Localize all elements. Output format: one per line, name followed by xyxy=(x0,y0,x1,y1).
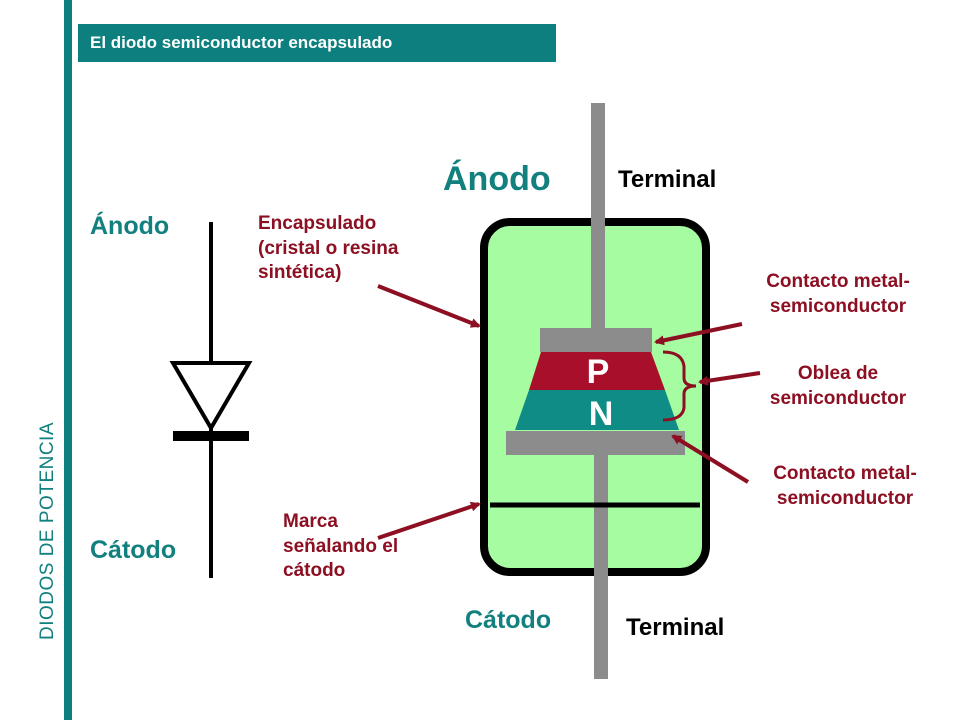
bottom-contact xyxy=(506,431,685,455)
annotation-line: señalando el xyxy=(283,535,399,557)
annotation-line: Encapsulado xyxy=(258,213,377,234)
arrow-oblea xyxy=(698,371,761,386)
annotation-arrows xyxy=(377,284,761,540)
annotation-line: semiconductor xyxy=(769,295,907,317)
annotation-encapsulado: Encapsulado (cristal o resina sintética) xyxy=(258,212,398,286)
arrow-encapsulado xyxy=(377,284,481,328)
annotation-line: Contacto metal- xyxy=(766,271,910,292)
symbol-cathode-label: Cátodo xyxy=(90,536,177,564)
n-region xyxy=(515,390,679,430)
p-region xyxy=(529,352,665,390)
terminal-top-label: Terminal xyxy=(618,166,717,193)
symbol-cathode-bar xyxy=(173,431,249,441)
annotation-line: Oblea de xyxy=(797,363,879,384)
side-accent-bar xyxy=(64,0,72,720)
annotation-line: semiconductor xyxy=(769,387,907,409)
annotation-line: sintética) xyxy=(258,262,342,284)
p-label: P xyxy=(586,353,610,391)
arrow-contacto-top xyxy=(654,322,743,346)
n-label: N xyxy=(588,395,614,433)
slide-title: El diodo semiconductor encapsulado xyxy=(78,24,556,62)
diode-package xyxy=(480,103,710,679)
symbol-triangle xyxy=(169,361,253,432)
annotation-marca: Marca señalando el cátodo xyxy=(283,510,398,584)
annotation-oblea: Oblea de semiconductor xyxy=(728,362,948,411)
annotation-line: (cristal o resina xyxy=(258,237,399,259)
anode-terminal-lead xyxy=(591,103,605,329)
diode-symbol xyxy=(169,222,253,578)
package-cathode-label: Cátodo xyxy=(465,606,552,634)
wafer-brace xyxy=(662,350,697,422)
terminal-bottom-label: Terminal xyxy=(626,614,725,641)
symbol-anode-label: Ánodo xyxy=(90,212,170,240)
annotation-contacto-bottom: Contacto metal- semiconductor xyxy=(735,462,955,511)
arrow-marca xyxy=(377,501,481,540)
package-anode-label: Ánodo xyxy=(443,160,551,198)
annotation-contacto-top: Contacto metal- semiconductor xyxy=(728,270,948,319)
cathode-terminal-lead xyxy=(594,455,608,679)
annotation-line: cátodo xyxy=(283,560,346,582)
arrow-contacto-bottom xyxy=(671,434,750,484)
annotation-line: semiconductor xyxy=(776,487,914,509)
top-contact xyxy=(540,328,652,352)
annotation-line: Marca xyxy=(283,511,338,532)
annotation-line: Contacto metal- xyxy=(773,463,917,484)
